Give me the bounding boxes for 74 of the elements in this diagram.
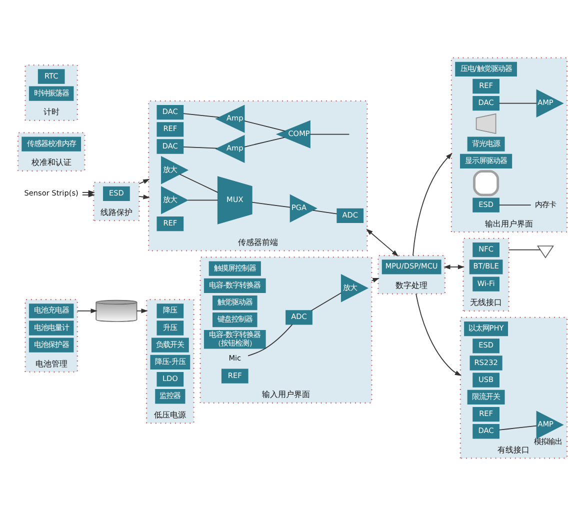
node-box: REF bbox=[472, 406, 500, 422]
node-box: 电池充电器 bbox=[28, 304, 74, 318]
node-antenna bbox=[536, 246, 554, 258]
connector bbox=[187, 200, 218, 201]
node-box: REF bbox=[156, 122, 184, 137]
node-box: NFC bbox=[472, 242, 500, 258]
connector bbox=[248, 324, 293, 356]
node-box: 监控器 bbox=[155, 389, 186, 404]
connector bbox=[179, 174, 218, 193]
arrow bbox=[82, 190, 96, 195]
node-box: USB bbox=[472, 372, 500, 388]
node-box: BT/BLE bbox=[469, 260, 503, 274]
arrow bbox=[136, 308, 148, 314]
node-box: 时钟振荡器 bbox=[28, 86, 74, 101]
node-box: ESD bbox=[103, 186, 130, 202]
connector bbox=[183, 113, 220, 118]
node-box: ADC bbox=[286, 310, 312, 325]
arrow bbox=[416, 293, 462, 376]
connector bbox=[310, 134, 350, 135]
node-box: 键盘控制器 bbox=[212, 312, 258, 328]
node-box: 压电/触觉驱动器 bbox=[455, 62, 517, 76]
node-box: DAC bbox=[472, 96, 500, 111]
node-box: ADC bbox=[336, 208, 364, 223]
node-box: MUX bbox=[217, 176, 252, 224]
node-box: LDO bbox=[156, 372, 184, 387]
node-box: 电池保护器 bbox=[28, 338, 74, 352]
node-text: 内存卡 bbox=[534, 200, 556, 209]
node-box: ESD bbox=[472, 198, 500, 212]
arrow bbox=[444, 264, 465, 270]
node-box: 显示屏驱动器 bbox=[460, 154, 512, 168]
node-box: 降压-升压 bbox=[150, 354, 190, 370]
node-screen bbox=[473, 170, 500, 196]
connector bbox=[498, 204, 532, 206]
node-box: 触觉驱动器 bbox=[212, 295, 258, 310]
connector bbox=[244, 137, 285, 148]
connector bbox=[498, 102, 537, 104]
arrow bbox=[76, 308, 98, 314]
node-box: DAC bbox=[156, 139, 184, 154]
node-box: 电池电量计 bbox=[28, 320, 74, 336]
node-box: 背光电源 bbox=[467, 136, 505, 152]
node-text: Mic bbox=[228, 354, 242, 363]
arrow bbox=[138, 178, 150, 184]
connector bbox=[252, 202, 291, 208]
node-box: REF bbox=[472, 78, 500, 94]
node-box: REF bbox=[156, 216, 184, 232]
node-box: 以太网PHY bbox=[464, 321, 508, 336]
node-box: 电容-数字转换器（按钮检测） bbox=[204, 330, 266, 349]
node-box: 负载开关 bbox=[151, 338, 189, 352]
connector bbox=[183, 146, 218, 149]
node-box: RS232 bbox=[470, 356, 502, 370]
node-box: 升压 bbox=[156, 320, 184, 336]
node-box: Wi-Fi bbox=[472, 276, 500, 292]
connector bbox=[311, 292, 342, 311]
node-speaker bbox=[476, 113, 496, 134]
connector bbox=[312, 210, 338, 214]
node-box: RTC bbox=[38, 69, 65, 84]
node-box: MPU/DSP/MCU bbox=[382, 260, 442, 274]
node-box: ESD bbox=[472, 338, 500, 354]
arrow bbox=[366, 228, 398, 256]
node-box: DAC bbox=[472, 424, 500, 439]
node-box: REF bbox=[221, 368, 248, 384]
node-label: 模拟输出 bbox=[534, 437, 562, 446]
connector bbox=[244, 120, 286, 132]
connector bbox=[508, 249, 541, 250]
node-box: 传感器校准内存 bbox=[22, 136, 82, 152]
node-box: 电容-数字转换器 bbox=[204, 278, 266, 293]
node-box: DAC bbox=[156, 104, 184, 120]
node-box: 降压 bbox=[156, 304, 184, 318]
arrow bbox=[138, 194, 150, 200]
node-box: 触摸屏控制器 bbox=[208, 261, 261, 276]
node-box: 限流开关 bbox=[467, 390, 505, 405]
arrow bbox=[412, 152, 452, 256]
connector bbox=[498, 425, 537, 430]
node-text: Sensor Strip(s) bbox=[24, 188, 78, 198]
